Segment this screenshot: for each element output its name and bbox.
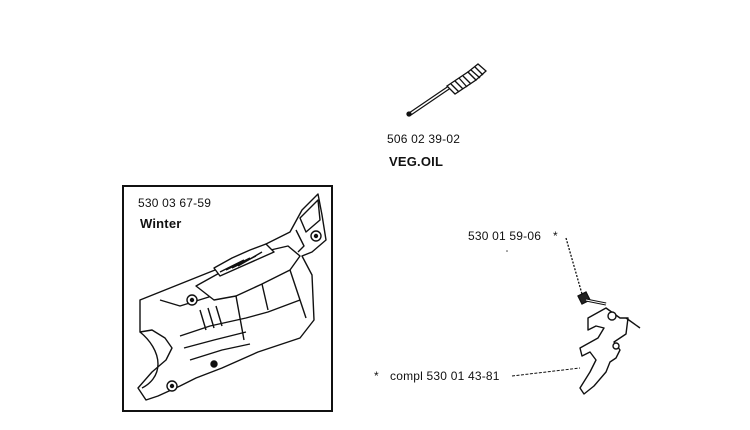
catcher-plate-drawing [579, 307, 641, 395]
chain-cover-winter-drawing [137, 193, 327, 401]
catcher-plate-leader [511, 367, 581, 377]
winter-cover-frame [122, 185, 333, 412]
catcher-plate-marker: * [374, 369, 379, 383]
oil-pump-screw-drawing [406, 63, 487, 117]
oil-pump-screw-note: VEG.OIL [389, 154, 444, 169]
screw-small-marker: * [553, 229, 558, 243]
catcher-plate-part-number: compl 530 01 43-81 [390, 369, 500, 383]
oil-pump-screw-part-number: 506 02 39-02 [387, 132, 461, 146]
winter-cover-part-number: 530 03 67-59 [138, 196, 212, 210]
winter-cover-note: Winter [140, 216, 182, 231]
speck [506, 250, 508, 252]
screw-small-drawing [565, 237, 607, 306]
screw-small-part-number: 530 01 59-06 [468, 229, 542, 243]
